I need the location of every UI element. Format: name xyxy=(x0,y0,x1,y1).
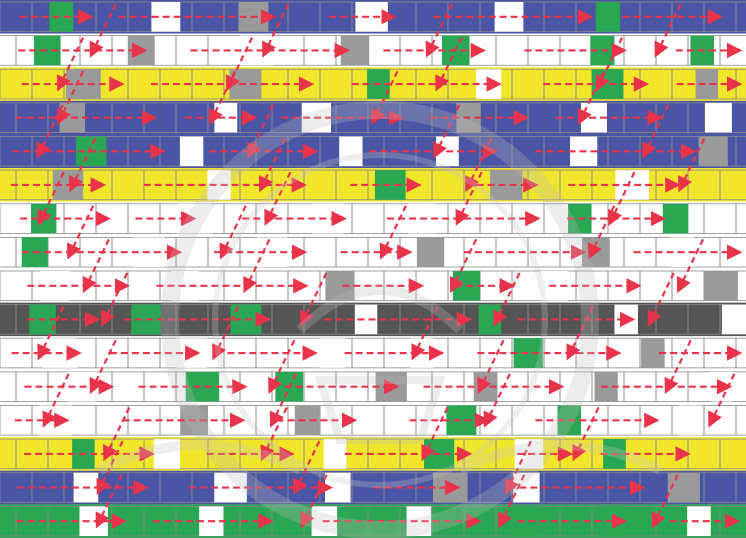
accent-cell xyxy=(705,103,732,133)
accent-cell xyxy=(490,170,522,200)
accent-cell xyxy=(180,137,203,167)
green-cell xyxy=(663,204,689,234)
accent-cell xyxy=(495,2,524,32)
accent-cell xyxy=(355,2,387,32)
green-cell xyxy=(446,406,476,436)
green-cell xyxy=(592,69,624,99)
accent-cell xyxy=(319,338,345,368)
accent-cell xyxy=(678,406,702,436)
accent-cell xyxy=(722,305,746,335)
band-white xyxy=(0,404,746,438)
accent-cell xyxy=(704,271,738,301)
accent-cell xyxy=(312,204,345,234)
green-cell xyxy=(596,2,620,32)
accent-cell xyxy=(417,237,444,267)
